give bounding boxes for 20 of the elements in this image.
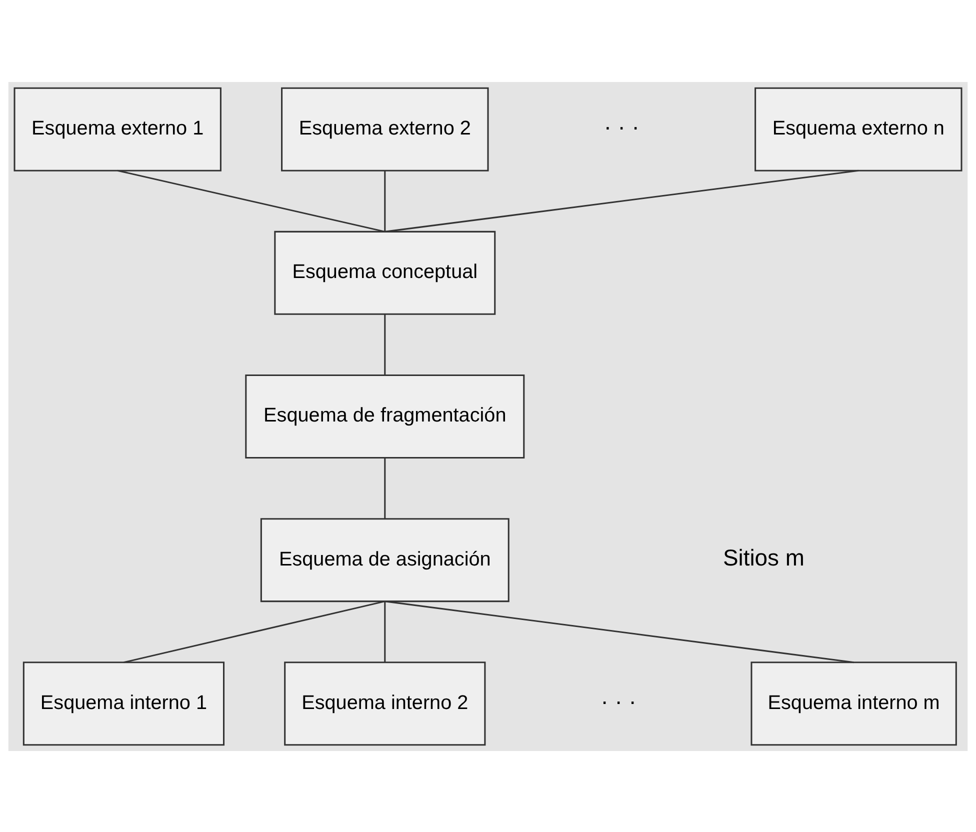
connector bbox=[117, 169, 386, 232]
node-box: Esquema de asignación bbox=[260, 518, 510, 602]
connector bbox=[384, 314, 386, 375]
connector bbox=[384, 169, 858, 232]
node-box: Esquema externo n bbox=[754, 86, 962, 171]
label: · · · bbox=[600, 687, 636, 714]
node-box: Esquema externo 1 bbox=[14, 86, 222, 171]
connector bbox=[384, 600, 386, 662]
connector bbox=[384, 600, 854, 663]
node-box: Esquema de fragmentación bbox=[245, 374, 525, 458]
node-box: Esquema interno m bbox=[750, 661, 957, 746]
label: Sitios m bbox=[722, 544, 804, 570]
connector bbox=[384, 457, 386, 518]
node-box: Esquema interno 1 bbox=[22, 661, 225, 746]
node-box: Esquema conceptual bbox=[274, 230, 496, 314]
node-box: Esquema interno 2 bbox=[284, 661, 486, 746]
connector bbox=[124, 600, 386, 663]
label: · · · bbox=[604, 113, 640, 140]
connector bbox=[384, 170, 386, 232]
node-box: Esquema externo 2 bbox=[281, 86, 489, 171]
